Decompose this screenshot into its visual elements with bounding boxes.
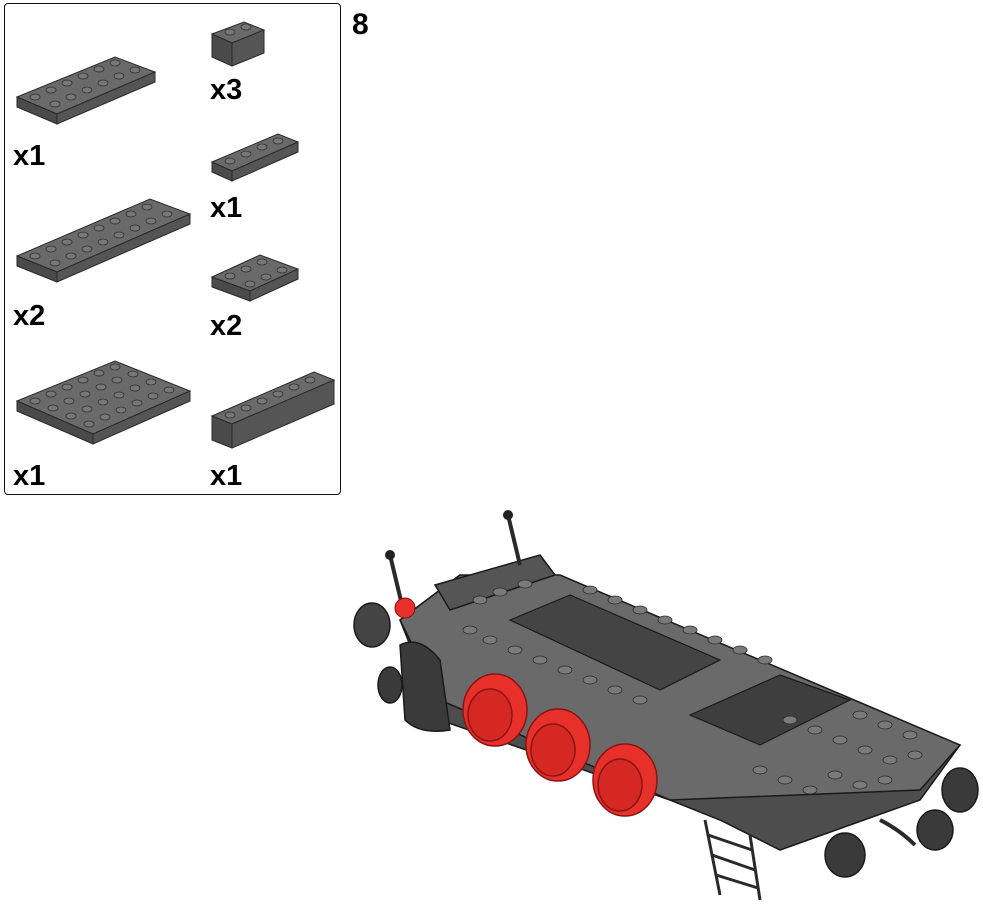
qty-label: x3: [210, 74, 243, 106]
qty-label: x1: [13, 460, 46, 492]
brick-1x6-part: [208, 366, 338, 451]
plate-2x8-part: [15, 194, 195, 289]
qty-label: x1: [210, 460, 243, 492]
brick-1x2-part: [208, 16, 268, 71]
qty-label: x2: [210, 310, 243, 342]
plate-4x6-part: [15, 356, 195, 456]
assembled-chassis-model: [340, 500, 983, 905]
qty-label: x1: [13, 140, 46, 172]
plate-1x4-part: [208, 129, 303, 184]
qty-label: x2: [13, 300, 46, 332]
step-number: 8: [352, 8, 369, 41]
qty-label: x1: [210, 192, 243, 224]
plate-2x3-part: [208, 247, 303, 304]
parts-list-panel: x1 x2 x1: [4, 3, 341, 495]
plate-2x6-part: [15, 52, 160, 132]
